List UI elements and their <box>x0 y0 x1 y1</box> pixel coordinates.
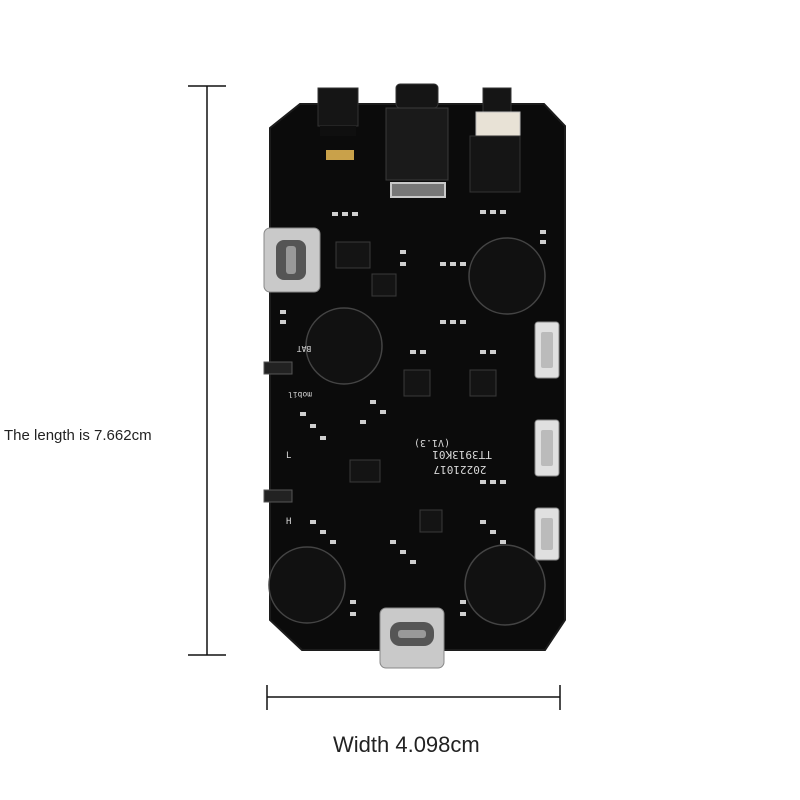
width-dimension-label: Width 4.098cm <box>333 732 480 757</box>
length-dimension-label: The length is 7.662cm <box>4 427 152 444</box>
slide-switch-top <box>326 150 354 160</box>
integrated-circuits <box>335 241 497 533</box>
usb-c-port-left <box>263 227 321 293</box>
silk-bat: BAT <box>297 344 312 353</box>
silk-part-number: TT3913K01 <box>432 448 492 461</box>
audio-jack-right <box>469 87 521 193</box>
silk-date-code: 20221017 <box>434 463 487 476</box>
audio-jack-left <box>317 87 359 136</box>
silkscreen-markings: TT3913K01 (V1.3) 20221017 BAT mobil L H <box>286 344 492 527</box>
audio-jack-center <box>385 83 449 198</box>
left-slide-switches <box>263 361 293 503</box>
silk-low: L <box>286 451 291 461</box>
width-dimension-line <box>266 685 561 710</box>
usb-c-port-bottom <box>379 607 445 669</box>
silk-high: H <box>286 517 291 527</box>
length-dimension-line <box>188 85 226 656</box>
silk-version: (V1.3) <box>414 437 450 448</box>
silk-mobil: mobil <box>288 390 312 399</box>
contact-pad-circles <box>268 237 546 626</box>
smd-components <box>280 210 546 616</box>
